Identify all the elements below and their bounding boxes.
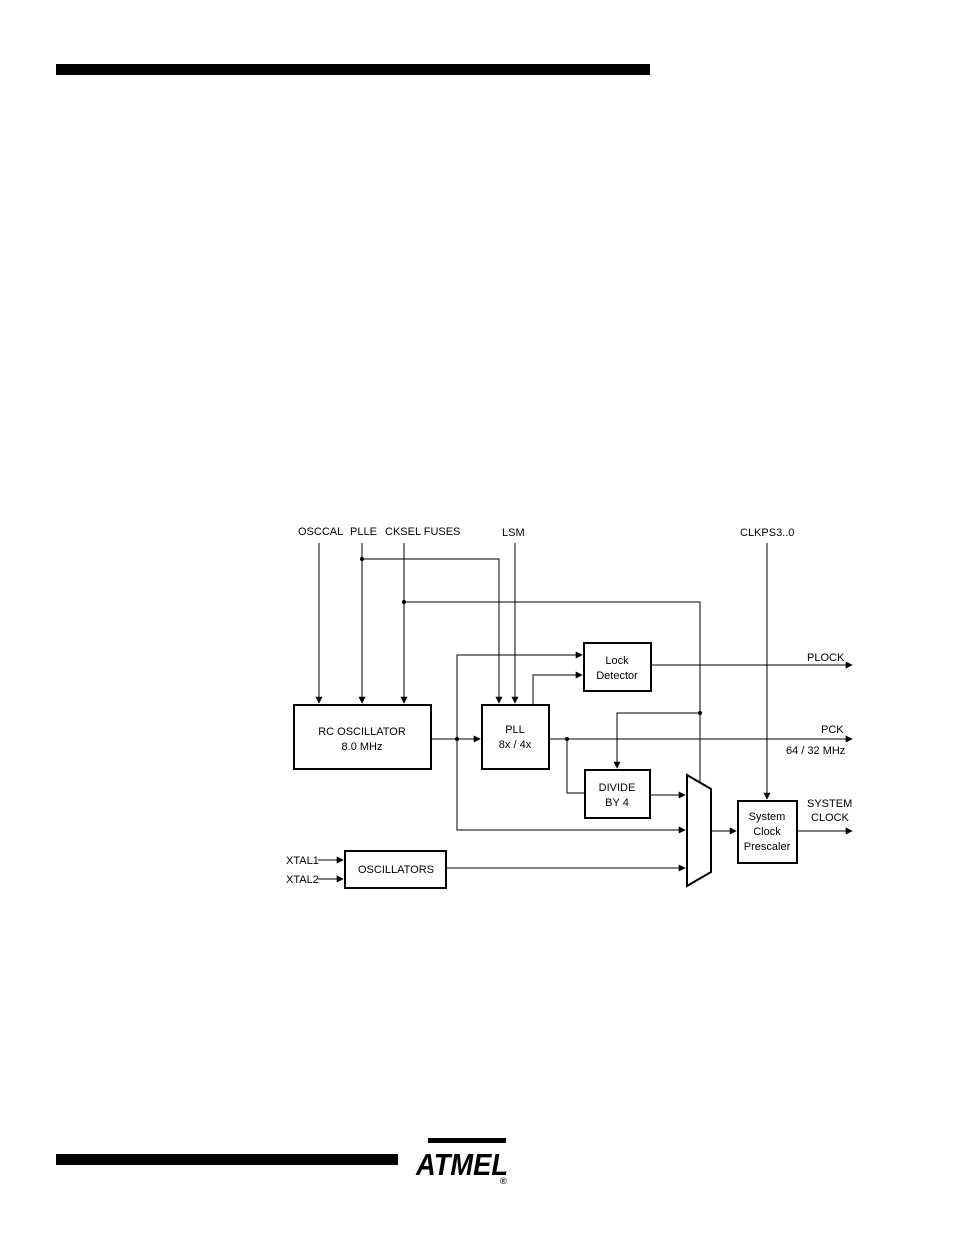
logo-top-stripe [428, 1138, 506, 1143]
plle-label: PLLE [350, 526, 377, 538]
xtal2-label: XTAL2 [286, 874, 319, 886]
select-junction [698, 711, 702, 715]
pll-multiplier: 8x / 4x [499, 739, 532, 751]
divide-line2: BY 4 [605, 797, 629, 809]
pll-to-lock-wire [533, 675, 582, 705]
divide-line1: DIVIDE [599, 782, 636, 794]
pll-block [482, 705, 549, 769]
lock-detector-line1: Lock [605, 655, 629, 667]
prescaler-line2: Clock [753, 826, 781, 838]
oscillators-label: OSCILLATORS [358, 864, 434, 876]
lock-detector-line2: Detector [596, 670, 638, 682]
system-clock-label-line1: SYSTEM [807, 798, 852, 810]
prescaler-line3: Prescaler [744, 841, 791, 853]
plle-junction [360, 557, 364, 561]
cksel-fuses-label: CKSEL FUSES [385, 526, 460, 538]
xtal1-label: XTAL1 [286, 855, 319, 867]
pck-frequency-label: 64 / 32 MHz [786, 745, 845, 757]
system-clock-label-line2: CLOCK [811, 812, 850, 824]
footer-rule [56, 1154, 398, 1165]
cksel-to-mux-wire [404, 602, 700, 784]
osccal-label: OSCCAL [298, 526, 343, 538]
logo-registered-mark: ® [500, 1176, 507, 1186]
select-to-divide-wire [617, 713, 700, 768]
divide-by-4-block [585, 770, 650, 818]
plock-label: PLOCK [807, 652, 845, 664]
pck-label: PCK [821, 724, 844, 736]
rc-oscillator-freq: 8.0 MHz [342, 741, 383, 753]
lock-detector-block [584, 643, 651, 691]
plle-to-pll-wire [362, 559, 499, 703]
clock-multiplexer [687, 775, 711, 886]
clkps-label: CLKPS3..0 [740, 527, 794, 539]
lsm-label: LSM [502, 527, 525, 539]
logo-wordmark: ATMEL [415, 1147, 508, 1182]
cksel-junction [402, 600, 406, 604]
prescaler-line1: System [749, 811, 786, 823]
atmel-logo: ATMEL ® [410, 1136, 510, 1186]
pck-to-divide-wire [567, 739, 584, 793]
pll-title: PLL [505, 724, 525, 736]
rc-oscillator-title: RC OSCILLATOR [318, 726, 406, 738]
